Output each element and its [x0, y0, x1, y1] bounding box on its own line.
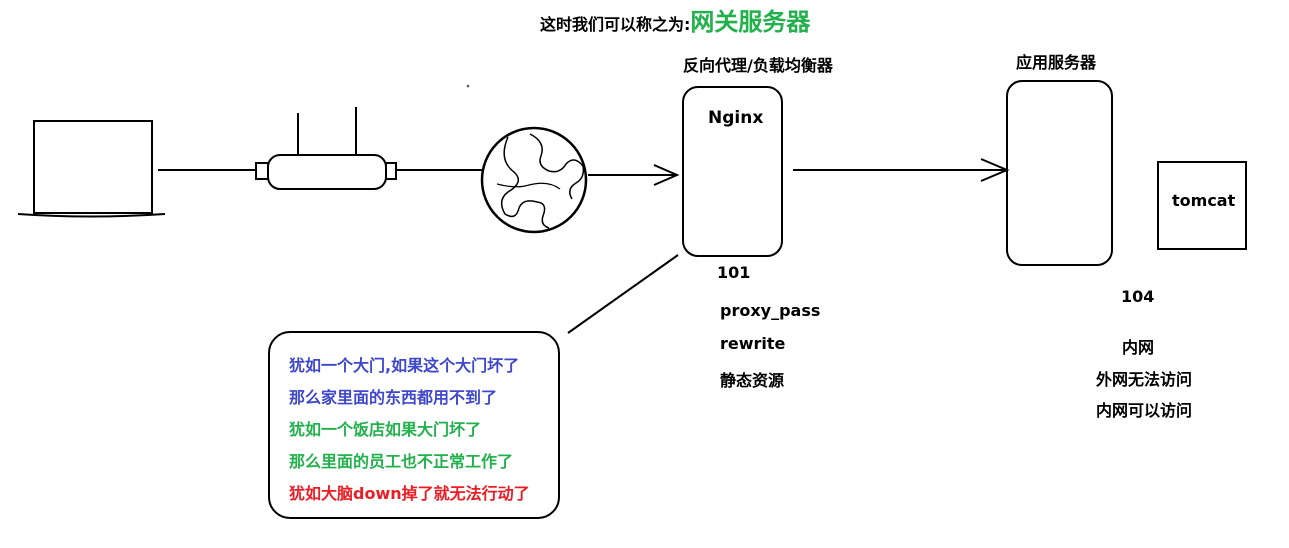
router-icon [255, 107, 397, 190]
globe-icon [480, 126, 588, 234]
callout-line: 犹如一个大门,如果这个大门坏了 [289, 356, 520, 375]
callout-pointer [567, 254, 679, 334]
diagram-title: 这时我们可以称之为:网关服务器 [540, 8, 810, 39]
arrow-internet-nginx [588, 164, 680, 186]
callout-line: 那么里面的员工也不正常工作了 [289, 452, 514, 471]
callout-line: 犹如大脑down掉了就无法行动了 [289, 484, 530, 503]
proxy-ip: 101 [717, 263, 751, 282]
app-note-no-external: 外网无法访问 [1096, 370, 1193, 389]
proxy-feature-static: 静态资源 [720, 371, 785, 390]
proxy-feature-rewrite: rewrite [720, 334, 786, 353]
arrow-nginx-appserver [793, 158, 1010, 182]
proxy-feature-proxy-pass: proxy_pass [720, 301, 821, 320]
tomcat-label: tomcat [1172, 191, 1236, 210]
title-highlight: 网关服务器 [690, 8, 811, 36]
stray-dot [466, 84, 470, 88]
app-note-intranet-access: 内网可以访问 [1096, 401, 1193, 420]
nginx-label: Nginx [708, 108, 764, 128]
app-server-title: 应用服务器 [1016, 53, 1097, 72]
title-prefix: 这时我们可以称之为: [540, 15, 691, 34]
app-note-intranet: 内网 [1122, 338, 1155, 357]
app-server-ip: 104 [1121, 287, 1155, 306]
app-server-box [1006, 80, 1113, 266]
tomcat-box [1157, 161, 1247, 250]
callout-box [268, 331, 560, 519]
computer-icon [17, 120, 166, 218]
nginx-box [682, 86, 783, 257]
callout-line: 那么家里面的东西都用不到了 [289, 388, 498, 407]
callout-line: 犹如一个饭店如果大门坏了 [289, 420, 482, 439]
proxy-title: 反向代理/负载均衡器 [683, 56, 833, 75]
